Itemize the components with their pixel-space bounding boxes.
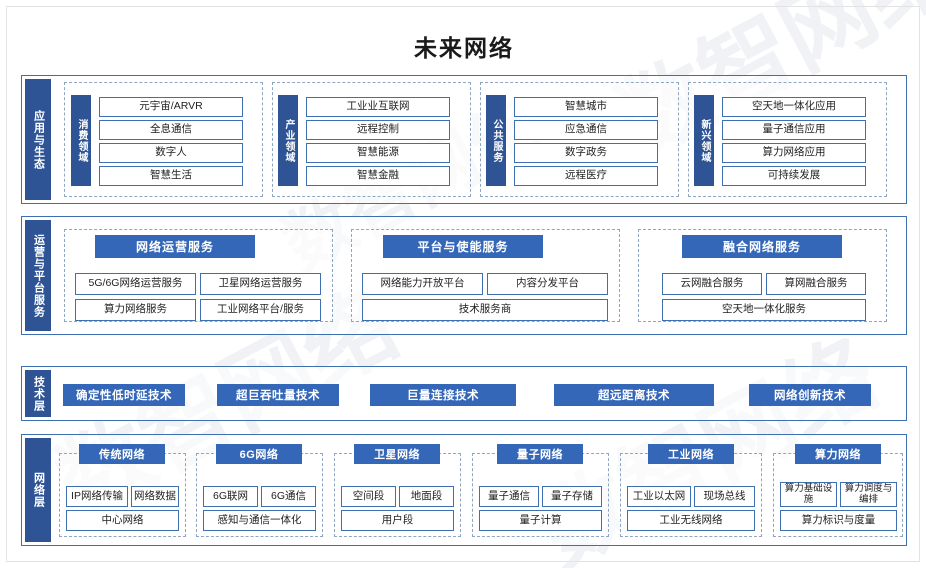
tech-pill[interactable]: 巨量连接技术 xyxy=(370,384,516,406)
group-header-network-operation: 网络运营服务 xyxy=(95,235,255,258)
item-box[interactable]: 网络数据 xyxy=(131,486,179,507)
item-box[interactable]: 工业以太网 xyxy=(627,486,691,507)
group-header-quantum-network: 量子网络 xyxy=(497,444,583,464)
item-box[interactable]: 元宇宙/ARVR xyxy=(99,97,243,117)
item-box[interactable]: 算力调度与编排 xyxy=(840,482,897,507)
item-box[interactable]: 智慧生活 xyxy=(99,166,243,186)
item-box[interactable]: 远程医疗 xyxy=(514,166,658,186)
page-title: 未来网络 xyxy=(414,35,514,61)
item-box[interactable]: 远程控制 xyxy=(306,120,450,140)
item-box[interactable]: 工业业互联网 xyxy=(306,97,450,117)
item-box[interactable]: 智慧金融 xyxy=(306,166,450,186)
item-box[interactable]: 空间段 xyxy=(341,486,396,507)
item-box[interactable]: IP网络传输 xyxy=(66,486,128,507)
item-box[interactable]: 量子通信 xyxy=(479,486,539,507)
item-box[interactable]: 5G/6G网络运营服务 xyxy=(75,273,196,295)
item-box[interactable]: 地面段 xyxy=(399,486,454,507)
item-box[interactable]: 算力网络应用 xyxy=(722,143,866,163)
item-box[interactable]: 数字政务 xyxy=(514,143,658,163)
item-box[interactable]: 量子存储 xyxy=(542,486,602,507)
vtab-emerging: 新兴领域 xyxy=(694,95,714,186)
item-box[interactable]: 用户段 xyxy=(341,510,454,531)
item-box[interactable]: 6G联网 xyxy=(203,486,258,507)
group-header-industrial-network: 工业网络 xyxy=(648,444,734,464)
tech-pill[interactable]: 超远距离技术 xyxy=(554,384,714,406)
item-box[interactable]: 空天地一体化应用 xyxy=(722,97,866,117)
vtab-consumer: 消费领域 xyxy=(71,95,91,186)
item-box[interactable]: 算力网络服务 xyxy=(75,299,196,321)
vtab-industry: 产业领域 xyxy=(278,95,298,186)
layer-tab-operations: 运营与平台服务 xyxy=(25,220,51,331)
tech-pill[interactable]: 超巨吞吐量技术 xyxy=(217,384,339,406)
item-box[interactable]: 中心网络 xyxy=(66,510,179,531)
item-box[interactable]: 卫星网络运营服务 xyxy=(200,273,321,295)
item-box[interactable]: 感知与通信一体化 xyxy=(203,510,316,531)
item-box[interactable]: 智慧能源 xyxy=(306,143,450,163)
group-header-6g-network: 6G网络 xyxy=(216,444,302,464)
item-box[interactable]: 内容分发平台 xyxy=(487,273,608,295)
item-box[interactable]: 全息通信 xyxy=(99,120,243,140)
item-box[interactable]: 算力标识与度量 xyxy=(780,510,897,531)
item-box[interactable]: 云网融合服务 xyxy=(662,273,762,295)
item-box[interactable]: 智慧城市 xyxy=(514,97,658,117)
item-box[interactable]: 算网融合服务 xyxy=(766,273,866,295)
item-box[interactable]: 现场总线 xyxy=(694,486,755,507)
item-box[interactable]: 网络能力开放平台 xyxy=(362,273,483,295)
layer-tab-application: 应用与生态 xyxy=(25,79,51,200)
item-box[interactable]: 工业网络平台/服务 xyxy=(200,299,321,321)
item-box[interactable]: 量子计算 xyxy=(479,510,602,531)
item-box[interactable]: 6G通信 xyxy=(261,486,316,507)
group-header-converged-network: 融合网络服务 xyxy=(682,235,842,258)
item-box[interactable]: 工业无线网络 xyxy=(627,510,755,531)
group-header-traditional-network: 传统网络 xyxy=(79,444,165,464)
item-box[interactable]: 算力基础设施 xyxy=(780,482,837,507)
item-box[interactable]: 技术服务商 xyxy=(362,299,608,321)
vtab-public-service: 公共服务 xyxy=(486,95,506,186)
group-header-platform-enabling: 平台与使能服务 xyxy=(383,235,543,258)
item-box[interactable]: 量子通信应用 xyxy=(722,120,866,140)
group-header-computing-power-network: 算力网络 xyxy=(795,444,881,464)
group-header-satellite-network: 卫星网络 xyxy=(354,444,440,464)
item-box[interactable]: 数字人 xyxy=(99,143,243,163)
layer-tab-technology: 技术层 xyxy=(25,370,51,417)
item-box[interactable]: 可持续发展 xyxy=(722,166,866,186)
tech-pill[interactable]: 网络创新技术 xyxy=(749,384,871,406)
tech-pill[interactable]: 确定性低时延技术 xyxy=(63,384,185,406)
item-box[interactable]: 空天地一体化服务 xyxy=(662,299,866,321)
diagram-canvas: 未来网络 应用与生态 消费领域 元宇宙/ARVR 全息通信 数字人 智慧生活 产… xyxy=(6,6,920,562)
layer-tab-network: 网络层 xyxy=(25,438,51,542)
item-box[interactable]: 应急通信 xyxy=(514,120,658,140)
